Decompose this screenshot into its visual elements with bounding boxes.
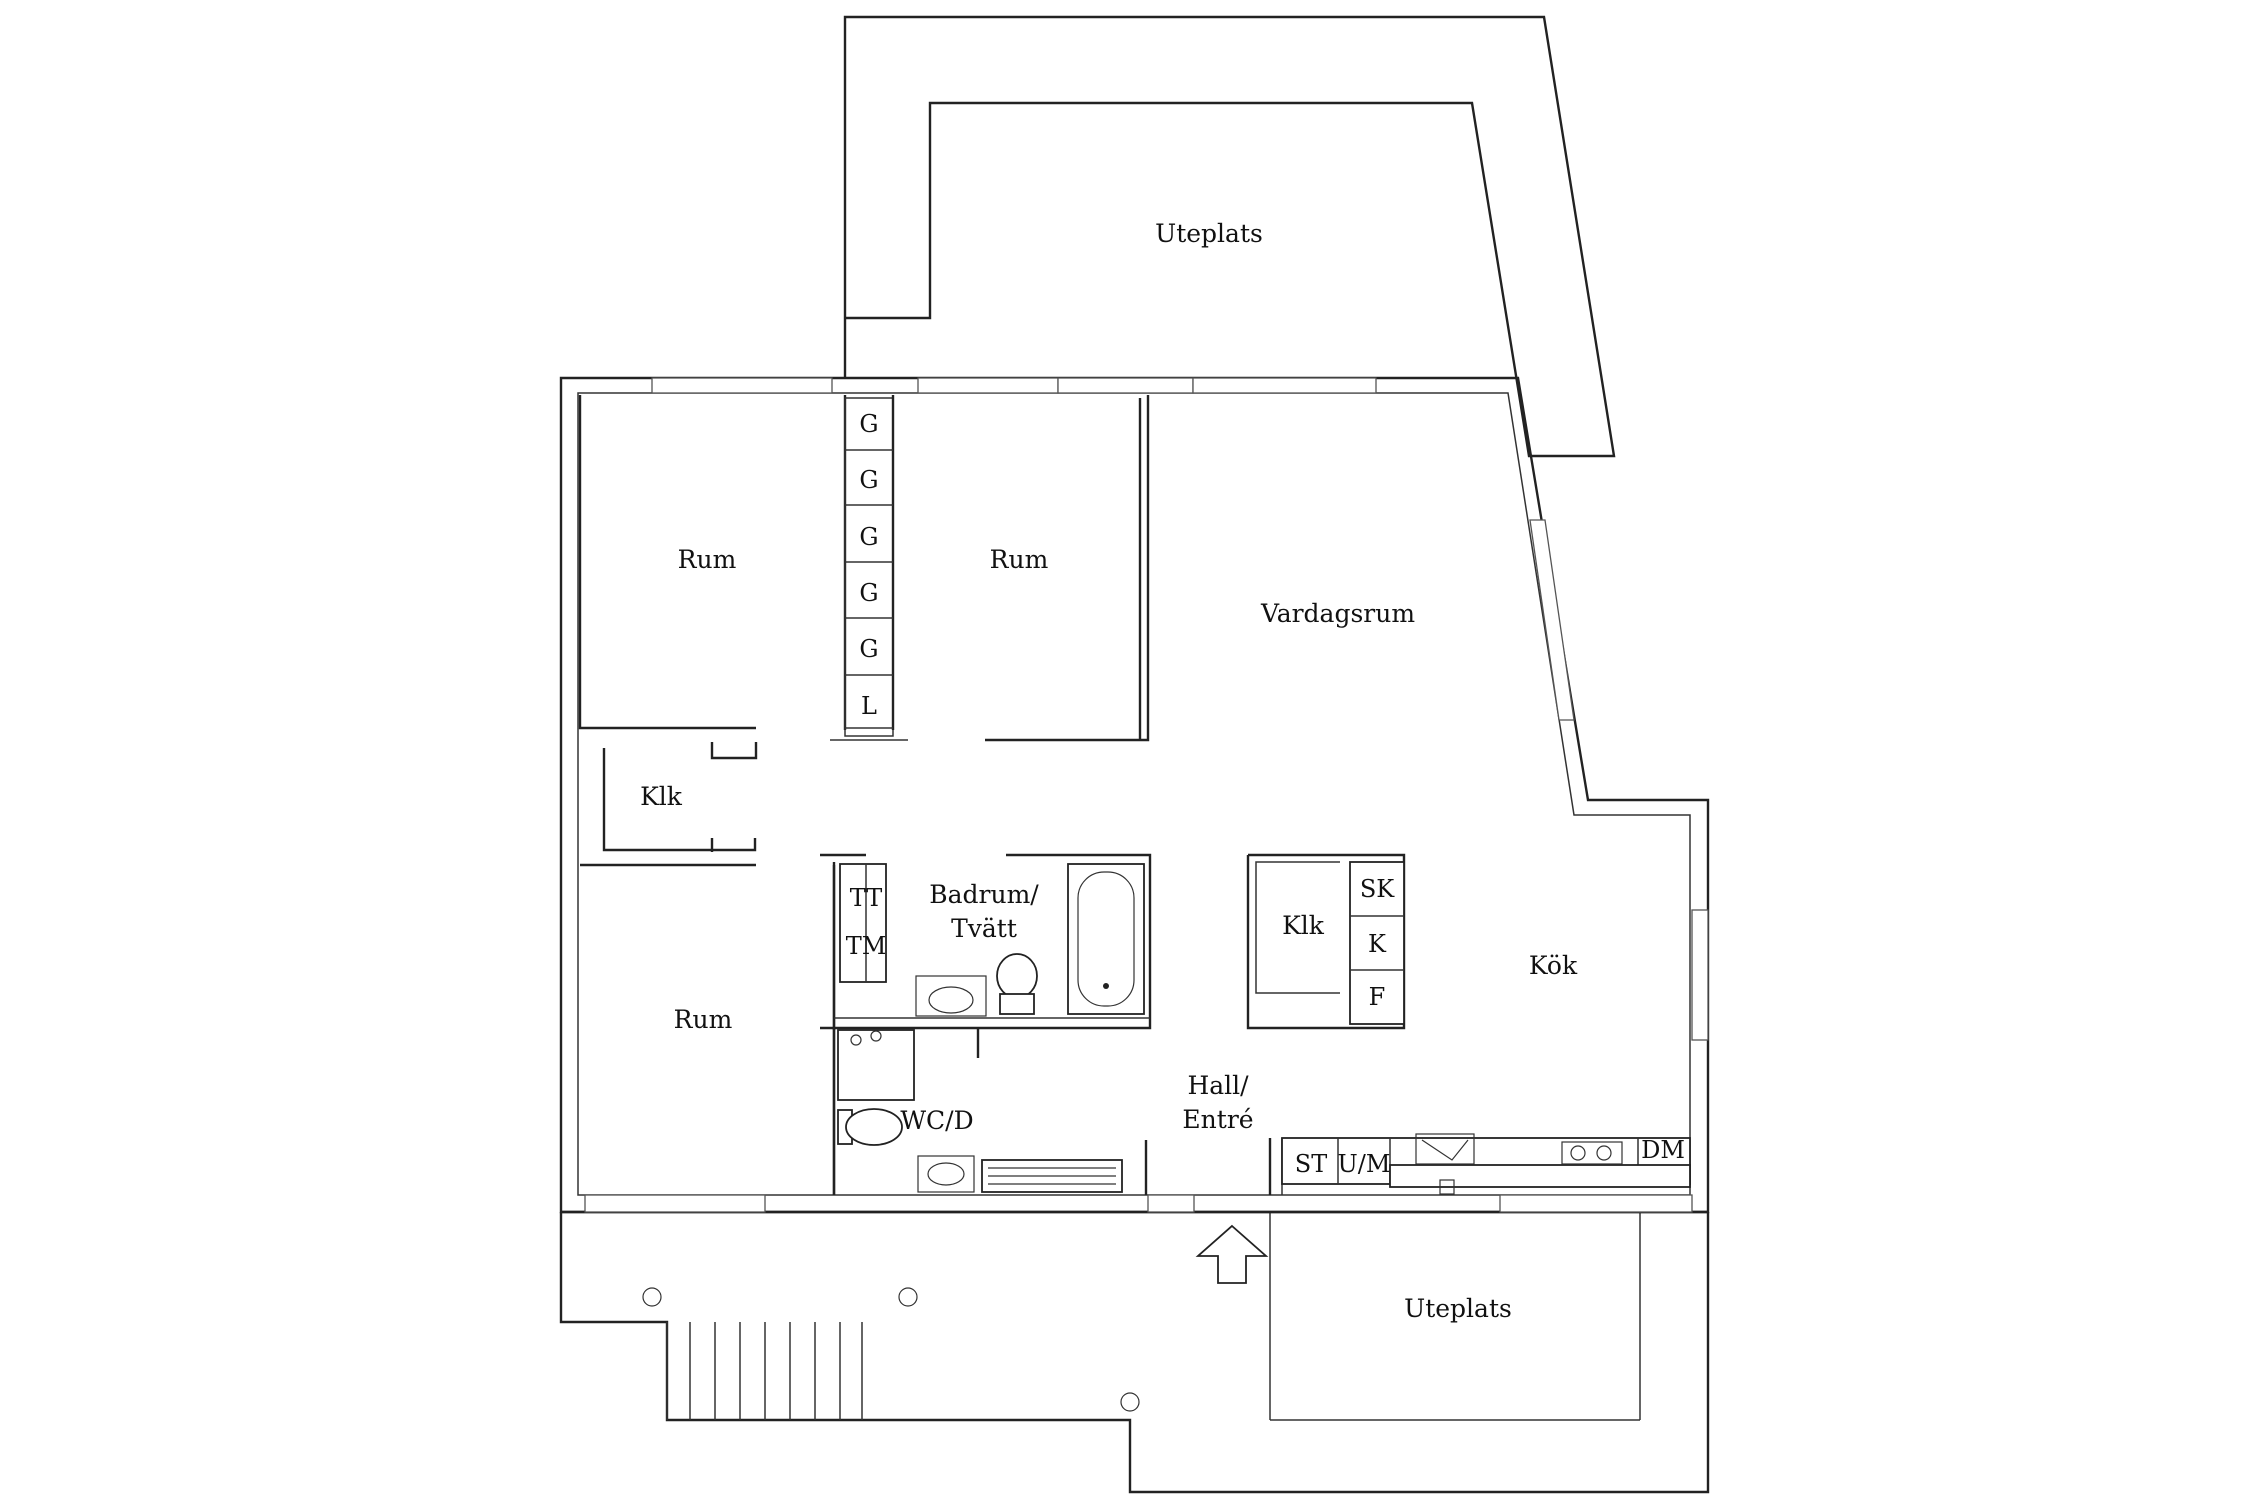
- closet-label: G: [859, 410, 878, 438]
- label-klk-left: Klk: [640, 782, 683, 811]
- label-klk-mid: Klk: [1282, 911, 1325, 940]
- label-wc: WC/D: [900, 1106, 973, 1135]
- kitchen-counter: [1281, 1137, 1691, 1188]
- closet-labels: G G G G G L: [859, 410, 878, 720]
- label-uteplats-top: Uteplats: [1155, 219, 1263, 248]
- closet-label: G: [859, 579, 878, 607]
- terrace-bottom: [559, 1210, 1710, 1494]
- bathtub: [1067, 863, 1145, 1015]
- entrance-stairs: [666, 1322, 863, 1420]
- label-rum-top-mid: Rum: [990, 545, 1049, 574]
- label-uteplats-bottom: Uteplats: [1404, 1294, 1512, 1323]
- bath-sink-icon: [915, 975, 987, 1017]
- kitchen-sink-icon: [1561, 1141, 1623, 1165]
- closet-shelves: [845, 449, 893, 729]
- house-outer-walls: [559, 376, 1710, 1214]
- closet-label: G: [859, 466, 878, 494]
- label-rum-top-left: Rum: [678, 545, 737, 574]
- closet-label: G: [859, 635, 878, 663]
- label-kok: Kök: [1529, 951, 1578, 980]
- stove-label: ST: [1295, 1150, 1327, 1178]
- room-labels: Uteplats Rum Rum Vardagsrum Klk Badrum/ …: [640, 219, 1578, 1323]
- tumble-dryer-label: TT: [850, 884, 882, 912]
- label-vardagsrum: Vardagsrum: [1260, 599, 1415, 628]
- bath-toilet-icon: [996, 953, 1038, 1015]
- shower-icon: [837, 1029, 915, 1101]
- terrace-posts: [642, 1287, 1140, 1412]
- label-hall-line1: Hall/: [1187, 1071, 1249, 1100]
- windows: [584, 377, 1709, 1213]
- terrace-top: [843, 15, 1616, 458]
- closet-label: G: [859, 523, 878, 551]
- closet-label: L: [861, 692, 877, 720]
- oven-micro-label: U/M: [1338, 1150, 1391, 1178]
- freezer-label: SK: [1360, 875, 1395, 903]
- interior-walls: [578, 395, 1406, 1195]
- wc-toilet-icon: [837, 1108, 903, 1146]
- range-hood-icon: [1415, 1133, 1475, 1195]
- appliance-labels: TT TM SK K F ST U/M DM: [846, 875, 1685, 1178]
- washer-dryer-column: [839, 863, 887, 983]
- washing-machine-label: TM: [846, 932, 887, 960]
- fridge-label: K: [1368, 930, 1387, 958]
- freezer-f-label: F: [1369, 983, 1386, 1011]
- label-badrum-line1: Badrum/: [929, 880, 1039, 909]
- label-rum-bottom-left: Rum: [674, 1005, 733, 1034]
- label-hall-line2: Entré: [1182, 1105, 1253, 1134]
- label-badrum-line2: Tvätt: [951, 914, 1017, 943]
- entrance-arrow-icon: [1195, 1224, 1269, 1284]
- kitchen-cabinet-column: [1349, 861, 1405, 1025]
- radiator-icon: [981, 1159, 1123, 1193]
- wc-sink-icon: [917, 1155, 975, 1193]
- dishwasher-label: DM: [1641, 1136, 1685, 1164]
